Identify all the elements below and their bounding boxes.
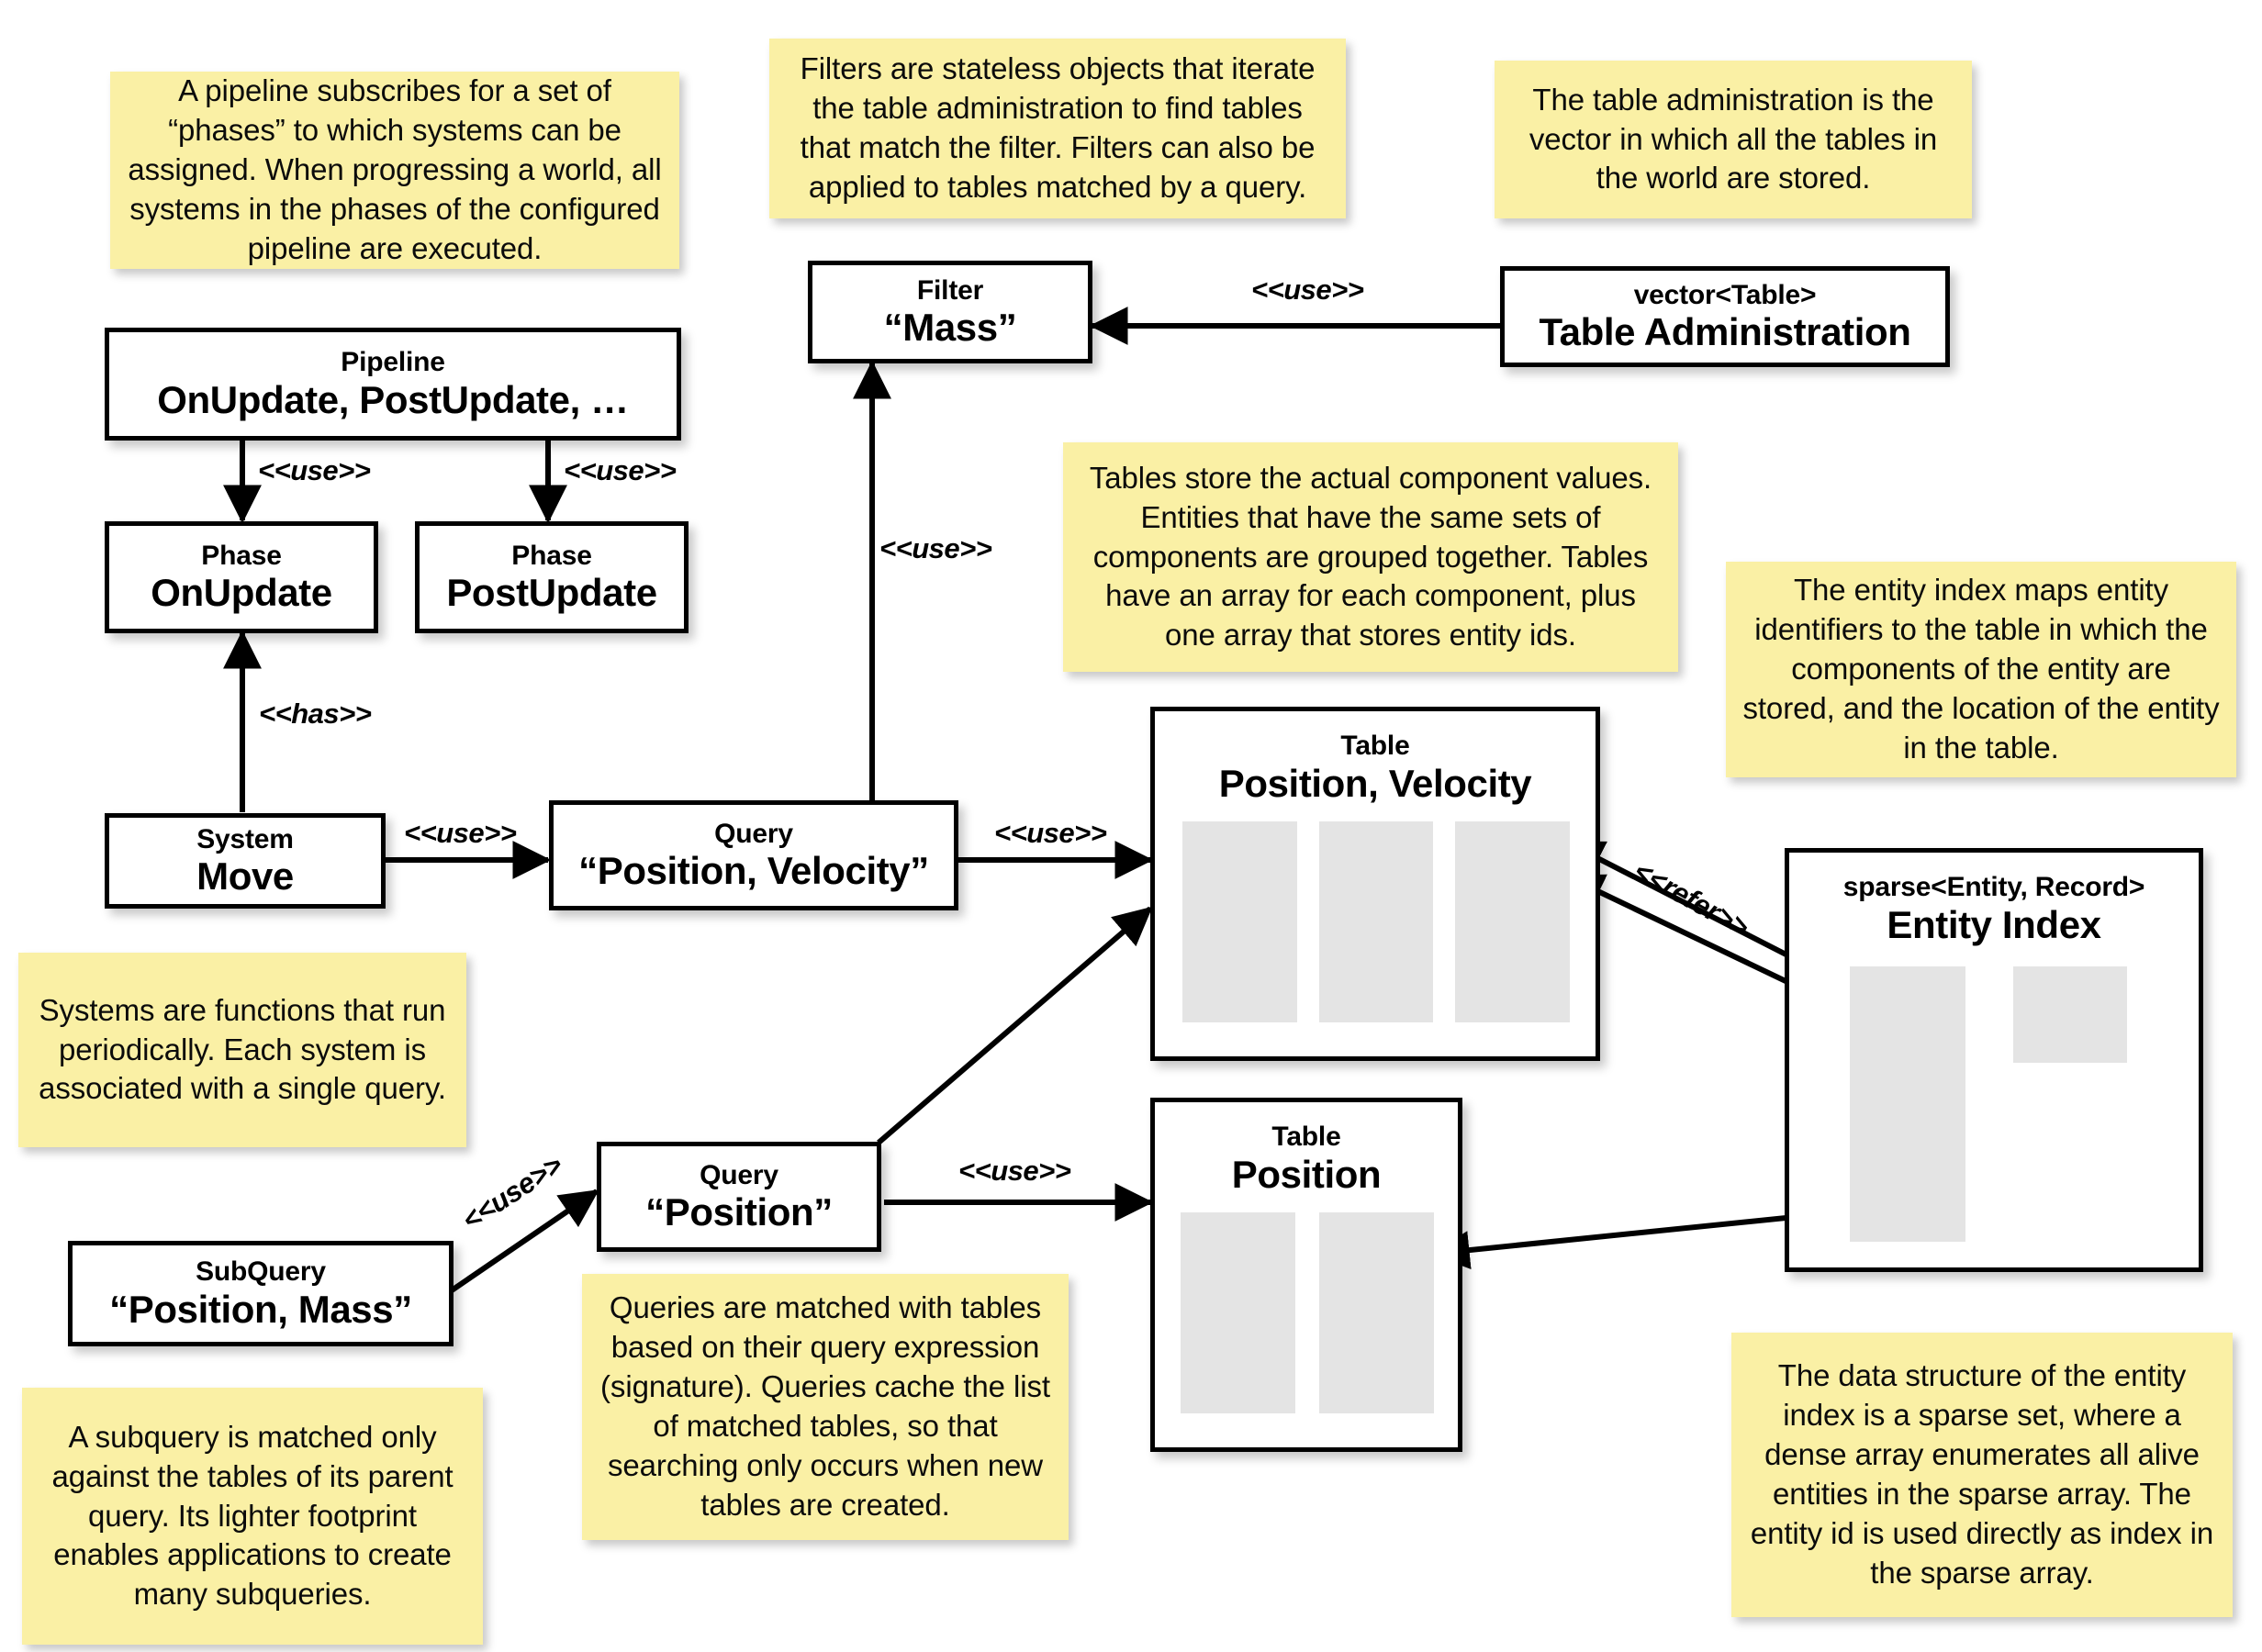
edge-label-query-pv-table-pv: <<use>> bbox=[994, 817, 1107, 849]
subquery-stereotype: SubQuery bbox=[196, 1256, 326, 1288]
query-position-name: “Position” bbox=[645, 1190, 833, 1234]
class-box-system-move[interactable]: System Move bbox=[105, 813, 386, 909]
class-box-query-position[interactable]: Query “Position” bbox=[597, 1142, 881, 1252]
edge-label-pipeline-postupdate: <<use>> bbox=[564, 454, 677, 486]
edge-label-system-phase: <<has>> bbox=[259, 698, 372, 730]
edge-label-query-pv-filter: <<use>> bbox=[879, 532, 992, 564]
entity-index-sparse-array bbox=[1850, 966, 1965, 1242]
filter-mass-name: “Mass” bbox=[883, 306, 1017, 350]
connector-query-p-table-pv bbox=[877, 906, 1153, 1145]
note-entity-index: The entity index maps entity identifiers… bbox=[1726, 562, 2236, 777]
edge-label-admin-filter: <<use>> bbox=[1251, 273, 1364, 306]
note-sparse-set: The data structure of the entity index i… bbox=[1731, 1333, 2233, 1617]
dense-array-block bbox=[2013, 966, 2127, 1063]
component-column bbox=[1182, 821, 1297, 1022]
entity-index-stereotype: sparse<Entity, Record> bbox=[1842, 872, 2145, 902]
class-box-table-position[interactable]: Table Position bbox=[1150, 1098, 1462, 1452]
subquery-name: “Position, Mass” bbox=[109, 1287, 412, 1331]
class-box-filter-mass[interactable]: Filter “Mass” bbox=[808, 261, 1092, 363]
table-position-name: Position bbox=[1231, 1152, 1382, 1196]
entity-index-dense-array bbox=[2013, 966, 2127, 1063]
note-subquery: A subquery is matched only against the t… bbox=[22, 1388, 483, 1645]
component-column bbox=[1318, 821, 1434, 1022]
pipeline-stereotype: Pipeline bbox=[341, 347, 445, 378]
note-filter: Filters are stateless objects that itera… bbox=[769, 39, 1346, 218]
note-queries: Queries are matched with tables based on… bbox=[582, 1274, 1069, 1540]
query-position-stereotype: Query bbox=[700, 1159, 778, 1190]
filter-mass-stereotype: Filter bbox=[916, 274, 984, 306]
component-column bbox=[1181, 1212, 1295, 1413]
sparse-array-column bbox=[1850, 966, 1965, 1242]
edge-label-subquery-query: <<use>> bbox=[456, 1148, 568, 1237]
table-position-velocity-name: Position, Velocity bbox=[1218, 761, 1532, 805]
phase-postupdate-stereotype: Phase bbox=[511, 540, 592, 571]
class-box-subquery-position-mass[interactable]: SubQuery “Position, Mass” bbox=[68, 1241, 454, 1346]
edge-label-entity-index-refer: <<refer>> bbox=[1629, 854, 1754, 943]
note-table-administration: The table administration is the vector i… bbox=[1495, 61, 1972, 218]
phase-onupdate-name: OnUpdate bbox=[151, 571, 332, 615]
table-position-stereotype: Table bbox=[1271, 1122, 1341, 1152]
entity-id-column bbox=[1455, 821, 1571, 1022]
phase-onupdate-stereotype: Phase bbox=[201, 540, 282, 571]
entity-id-column bbox=[1319, 1212, 1434, 1413]
table-position-velocity-columns bbox=[1182, 821, 1571, 1022]
class-box-table-administration[interactable]: vector<Table> Table Administration bbox=[1500, 266, 1950, 367]
table-administration-name: Table Administration bbox=[1539, 310, 1911, 354]
table-position-velocity-stereotype: Table bbox=[1340, 731, 1410, 761]
note-pipeline: A pipeline subscribes for a set of “phas… bbox=[110, 72, 679, 269]
note-systems: Systems are functions that run periodica… bbox=[18, 953, 466, 1147]
class-box-phase-onupdate[interactable]: Phase OnUpdate bbox=[105, 521, 378, 633]
table-administration-stereotype: vector<Table> bbox=[1633, 279, 1817, 310]
table-position-columns bbox=[1181, 1212, 1438, 1413]
class-box-table-position-velocity[interactable]: Table Position, Velocity bbox=[1150, 707, 1600, 1061]
edge-label-system-query: <<use>> bbox=[404, 817, 517, 849]
query-position-velocity-name: “Position, Velocity” bbox=[578, 849, 929, 893]
edge-label-query-p-table-p: <<use>> bbox=[958, 1155, 1071, 1187]
edge-label-pipeline-onupdate: <<use>> bbox=[258, 454, 371, 486]
note-tables: Tables store the actual component values… bbox=[1063, 442, 1678, 672]
system-move-stereotype: System bbox=[196, 823, 294, 854]
entity-index-name: Entity Index bbox=[1887, 902, 2101, 946]
class-box-pipeline[interactable]: Pipeline OnUpdate, PostUpdate, … bbox=[105, 328, 681, 441]
class-box-query-position-velocity[interactable]: Query “Position, Velocity” bbox=[549, 800, 958, 910]
pipeline-name: OnUpdate, PostUpdate, … bbox=[157, 377, 629, 421]
class-box-phase-postupdate[interactable]: Phase PostUpdate bbox=[415, 521, 689, 633]
system-move-name: Move bbox=[196, 854, 294, 899]
class-box-entity-index[interactable]: sparse<Entity, Record> Entity Index bbox=[1785, 848, 2203, 1272]
phase-postupdate-name: PostUpdate bbox=[446, 571, 657, 615]
query-position-velocity-stereotype: Query bbox=[714, 818, 793, 849]
